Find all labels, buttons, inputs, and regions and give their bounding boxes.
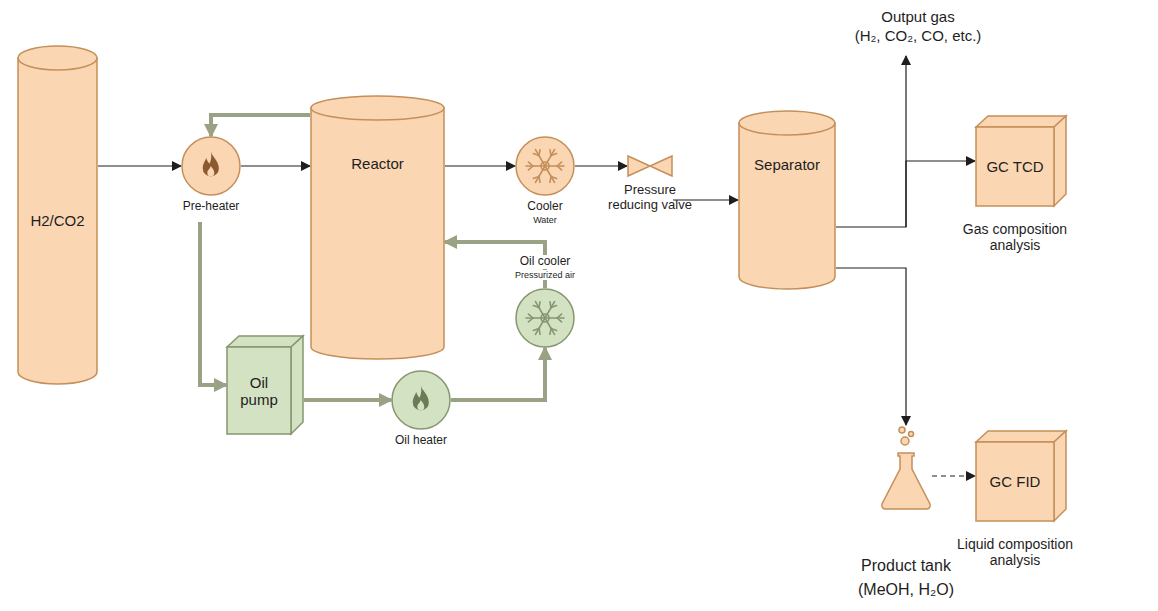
pump-box: Oil pump: [226, 335, 304, 435]
node-sublabel: Liquid composition analysis: [948, 536, 1082, 568]
node-label: Cooler: [500, 200, 590, 214]
node-sublabel: Water: [500, 215, 590, 225]
node-label: GC TCD: [980, 158, 1050, 175]
oil-line: [304, 398, 391, 402]
output-label: Output gas: [881, 8, 954, 25]
node-label: H2/CO2: [30, 212, 84, 229]
reactor-vessel-outline: [310, 95, 445, 360]
oil-line: [451, 348, 545, 400]
reactor-vessel: Reactor: [310, 95, 445, 360]
node-label: Oil cooler: [498, 255, 592, 269]
node-label: Pressure reducing valve: [601, 183, 699, 213]
process-line: [445, 165, 515, 166]
process-line: [836, 161, 975, 227]
valve-symbol-outline: [627, 155, 673, 177]
oil-line: [211, 115, 310, 136]
feed-cylinder: H2/CO2: [17, 45, 98, 385]
process-line: [241, 165, 310, 166]
heater-circle-outline: [391, 370, 451, 430]
heater-circle-outline: [181, 136, 241, 196]
separator-vessel: Separator: [738, 110, 836, 290]
cooler-circle: Oil coolerPressurized air: [515, 288, 575, 348]
process-line: [836, 268, 906, 425]
node-label: Reactor: [351, 155, 404, 172]
oil-line: [200, 222, 226, 385]
product-flask-outline: [880, 425, 932, 510]
process-line: [932, 475, 975, 476]
analyzer-box: GC TCDGas composition analysis: [975, 115, 1067, 207]
node-label: Pre-heater: [166, 200, 256, 214]
node-sublabel: Gas composition analysis: [957, 221, 1073, 253]
node-label: Product tank: [836, 557, 976, 575]
node-label: Separator: [754, 156, 820, 173]
product-flask: Product tank(MeOH, H₂O): [880, 425, 932, 510]
node-label: GC FID: [980, 473, 1050, 490]
analyzer-box: GC FIDLiquid composition analysis: [975, 430, 1067, 522]
node-label: Oil pump: [234, 374, 284, 409]
node-sublabel: Pressurized air: [498, 270, 592, 280]
process-line: [98, 165, 181, 166]
heater-circle: Pre-heater: [181, 136, 241, 196]
separator-vessel-outline: [738, 110, 836, 290]
cooler-circle: CoolerWater: [515, 136, 575, 196]
process-line: [575, 165, 627, 166]
valve-symbol: Pressure reducing valve: [627, 155, 673, 177]
cooler-circle-outline: [515, 288, 575, 348]
node-label: Oil heater: [376, 434, 466, 448]
heater-circle: Oil heater: [391, 370, 451, 430]
node-sublabel: (MeOH, H₂O): [836, 581, 976, 599]
cooler-circle-outline: [515, 136, 575, 196]
output-label: (H₂, CO₂, CO, etc.): [855, 27, 982, 44]
